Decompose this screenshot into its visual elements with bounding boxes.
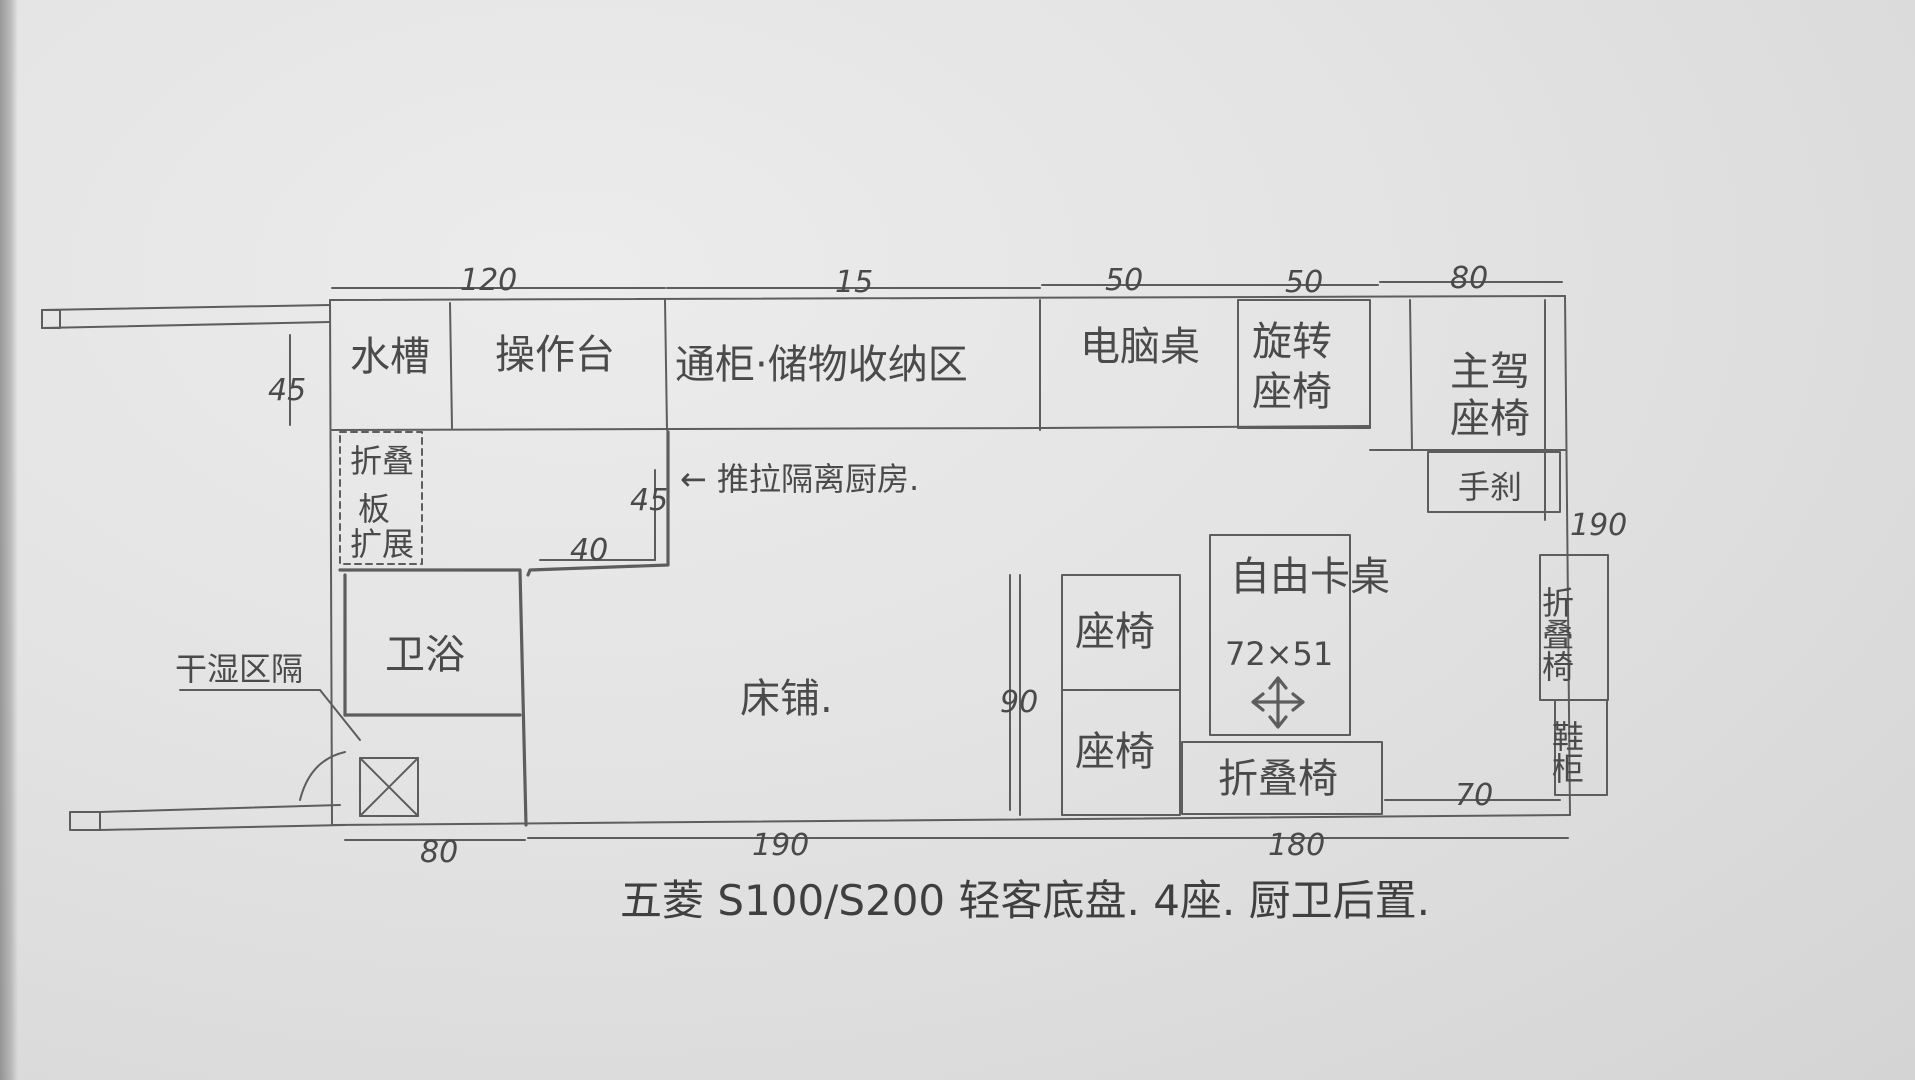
dim-seat-90: 90 bbox=[1000, 685, 1038, 720]
dim-top-50b: 50 bbox=[1285, 265, 1323, 300]
fold-board-label-3: 扩展 bbox=[350, 525, 414, 563]
fold-board-label-1: 折叠 bbox=[350, 442, 414, 480]
dim-bottom-80: 80 bbox=[420, 835, 458, 870]
sliding-partition-label: ← 推拉隔离厨房. bbox=[680, 460, 919, 498]
sink-label: 水槽 bbox=[350, 334, 430, 380]
kitchen-partition bbox=[338, 430, 670, 827]
driver-seat-label-2: 座椅 bbox=[1450, 396, 1530, 442]
swivel-chair-label-2: 座椅 bbox=[1252, 369, 1332, 415]
left-protrusions bbox=[41, 304, 346, 831]
shoe-cabinet-label: 鞋柜 bbox=[1547, 720, 1585, 784]
folding-chair-vertical-label: 折叠椅 bbox=[1537, 586, 1575, 682]
seat-boxes bbox=[1061, 534, 1609, 816]
dim-top-80: 80 bbox=[1450, 261, 1488, 296]
dim-top-120: 120 bbox=[460, 263, 517, 298]
move-arrow-icon bbox=[1251, 676, 1305, 729]
dim-top-50a: 50 bbox=[1105, 263, 1143, 298]
folding-chair-label: 折叠椅 bbox=[1218, 756, 1338, 802]
dim-left-45: 45 bbox=[268, 373, 306, 408]
computer-desk-label: 电脑桌 bbox=[1080, 324, 1200, 370]
fold-board-label-2: 板 bbox=[358, 490, 390, 528]
fold-board-outline bbox=[339, 431, 423, 565]
dim-bottom-190: 190 bbox=[752, 828, 809, 863]
free-table-size-label: 72×51 bbox=[1225, 635, 1333, 673]
free-table-label: 自由卡桌 bbox=[1230, 554, 1390, 600]
worktop-label: 操作台 bbox=[495, 332, 615, 378]
bed-label: 床铺. bbox=[740, 676, 833, 722]
bathroom-label: 卫浴 bbox=[385, 632, 465, 678]
dimension-lines bbox=[179, 281, 1569, 841]
seat-a-label: 座椅 bbox=[1075, 609, 1155, 655]
caption: 五菱 S100/S200 轻客底盘. 4座. 厨卫后置. bbox=[620, 876, 1430, 925]
handbrake-label: 手刹 bbox=[1458, 468, 1522, 506]
driver-seat-label-1: 主驾 bbox=[1450, 349, 1530, 395]
top-row bbox=[331, 299, 1566, 513]
dim-right-70: 70 bbox=[1455, 778, 1493, 813]
dim-inner-45: 45 bbox=[630, 483, 668, 518]
dim-bottom-180: 180 bbox=[1268, 828, 1325, 863]
dim-inner-40: 40 bbox=[570, 533, 608, 568]
storage-label: 通柜·储物收纳区 bbox=[675, 342, 968, 388]
paper-edge-shadow bbox=[0, 0, 18, 1080]
dim-right-190: 190 bbox=[1570, 508, 1627, 543]
dim-top-15: 15 bbox=[835, 265, 873, 300]
dry-wet-box bbox=[299, 751, 419, 817]
swivel-chair-label-1: 旋转 bbox=[1252, 319, 1332, 365]
seat-b-label: 座椅 bbox=[1075, 729, 1155, 775]
dry-wet-partition-label: 干湿区隔 bbox=[175, 650, 303, 688]
